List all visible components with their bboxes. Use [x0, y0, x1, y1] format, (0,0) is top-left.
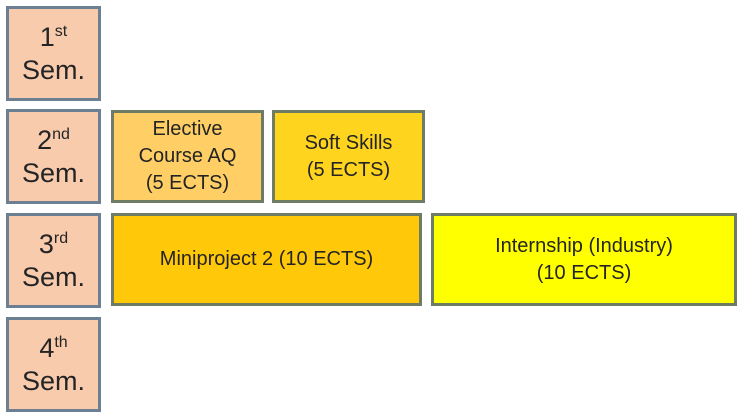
- semester-caption: Sem.: [21, 261, 86, 292]
- course-text-line: Elective: [152, 118, 223, 140]
- course-box-soft-skills: Soft Skills (5 ECTS): [272, 110, 425, 203]
- course-ects-line: (5 ECTS): [306, 158, 391, 181]
- semester-ordinal: 1st: [39, 21, 68, 52]
- semester-caption: Sem.: [21, 157, 86, 188]
- ordinal-suffix: nd: [52, 125, 70, 143]
- semester-caption: Sem.: [21, 54, 86, 85]
- semester-box-4: 4th Sem.: [6, 317, 101, 412]
- course-text-line: Soft Skills: [304, 131, 393, 154]
- semester-ordinal: 2nd: [37, 124, 70, 155]
- ordinal-suffix: st: [54, 22, 68, 40]
- course-ects-line: (10 ECTS): [536, 261, 632, 284]
- semester-box-3: 3rd Sem.: [6, 213, 101, 308]
- course-box-miniproject-2: Miniproject 2 (10 ECTS): [111, 213, 422, 306]
- semester-caption: Sem.: [21, 365, 86, 396]
- course-text-line: Course AQ: [138, 145, 237, 167]
- course-ects-line: (5 ECTS): [145, 172, 230, 194]
- course-text-line: Internship (Industry): [495, 234, 673, 257]
- course-box-elective-aq: Elective Course AQ (5 ECTS): [111, 110, 264, 203]
- ordinal-suffix: th: [54, 333, 68, 351]
- ordinal-suffix: rd: [53, 229, 69, 247]
- semester-ordinal: 4th: [39, 332, 68, 363]
- course-box-internship-industry: Internship (Industry) (10 ECTS): [431, 213, 737, 306]
- semester-box-1: 1st Sem.: [6, 6, 101, 101]
- semester-ordinal: 3rd: [38, 228, 69, 259]
- semester-box-2: 2nd Sem.: [6, 109, 101, 204]
- course-text-line: Miniproject 2 (10 ECTS): [159, 248, 374, 270]
